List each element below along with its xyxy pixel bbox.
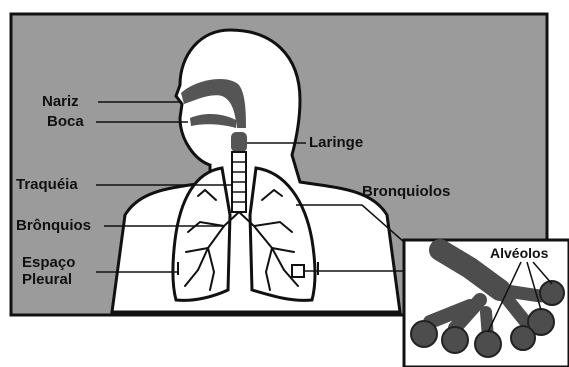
- alveolus: [411, 321, 437, 347]
- alveolus: [475, 331, 501, 357]
- label-laringe: Laringe: [309, 134, 363, 151]
- label-nariz: Nariz: [42, 93, 79, 110]
- pleural-space-marker: [292, 265, 304, 277]
- alveolus: [511, 326, 535, 350]
- label-boca: Boca: [47, 113, 84, 130]
- alveolus: [540, 281, 564, 305]
- label-bronquiolos: Bronquiolos: [362, 183, 450, 200]
- label-pleural: Pleural: [22, 271, 72, 288]
- trachea: [232, 152, 246, 212]
- label-espaco: Espaço: [22, 254, 75, 271]
- label-traqueia: Traquéia: [16, 176, 78, 193]
- alveolus: [442, 327, 468, 353]
- label-bronquios: Brônquios: [16, 217, 91, 234]
- label-alveolos: Alvéolos: [490, 245, 548, 262]
- larynx: [231, 132, 247, 152]
